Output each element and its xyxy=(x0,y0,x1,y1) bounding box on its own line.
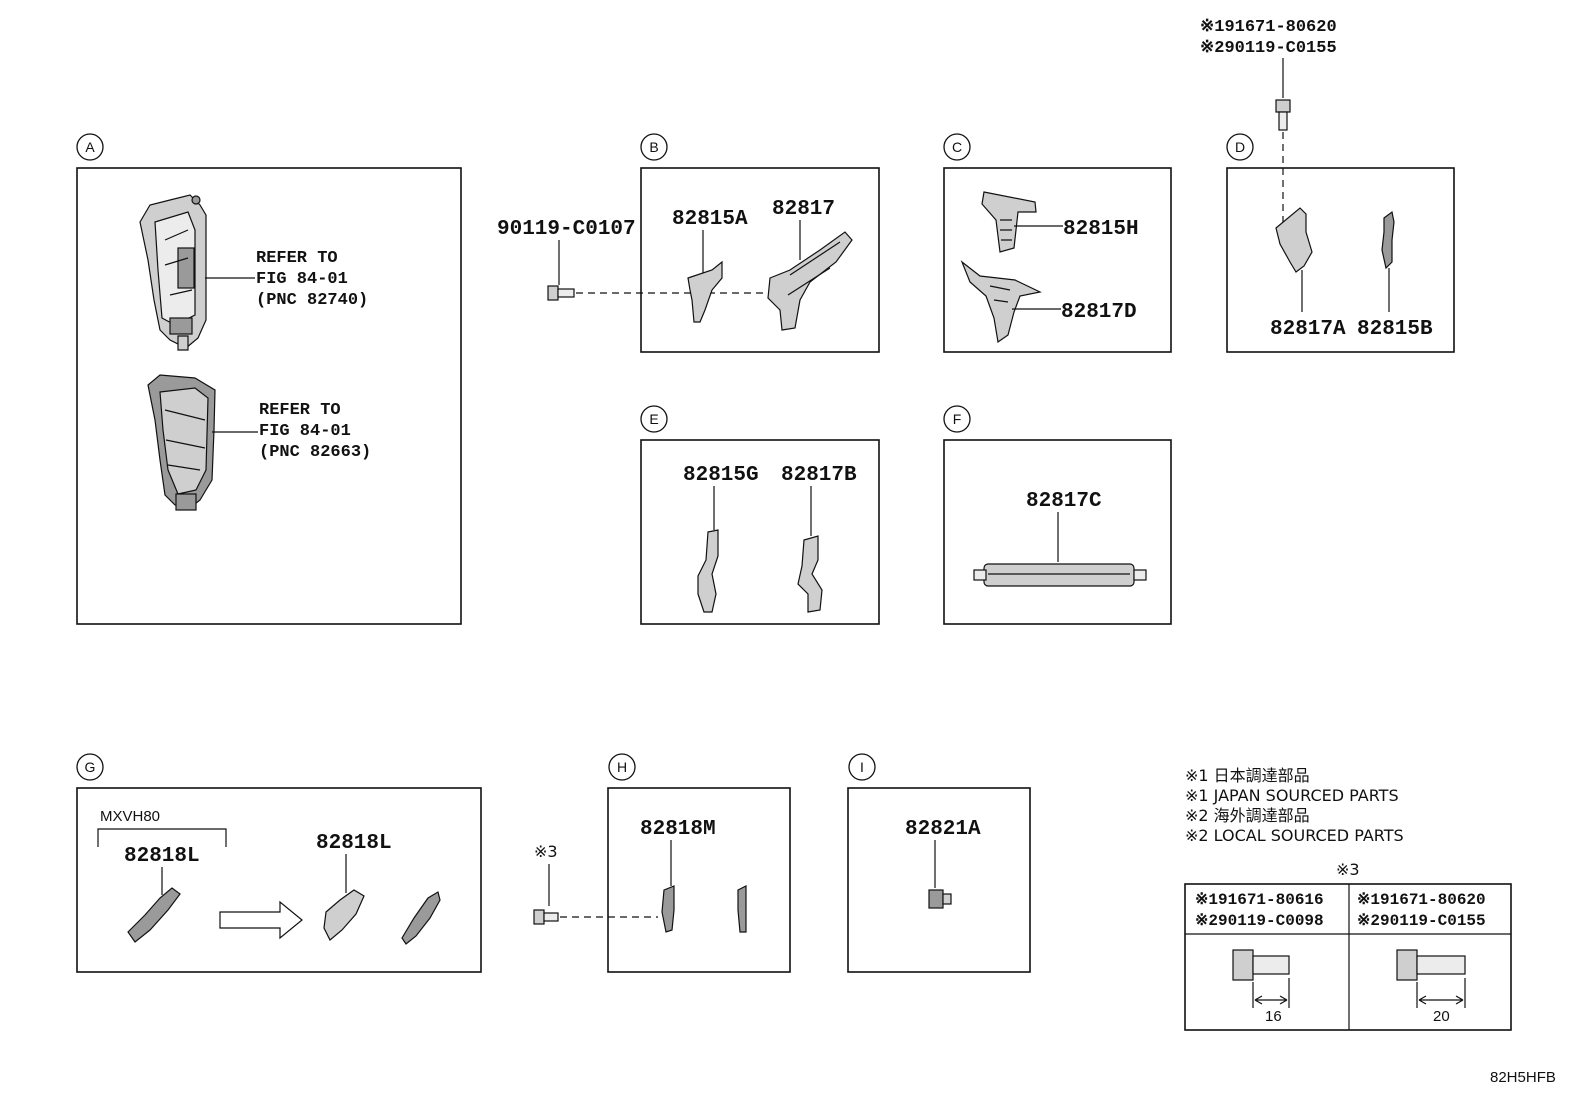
part-82818L-illustration-3 xyxy=(401,891,441,945)
section-b-marker xyxy=(640,133,668,161)
section-c-letter: C xyxy=(952,139,962,155)
section-i: I 82821A xyxy=(847,753,1031,973)
ref2-line3: (PNC 82663) xyxy=(259,443,371,462)
part-82817A-illustration xyxy=(1275,207,1313,273)
part-82818L-illustration-2 xyxy=(323,889,365,941)
section-e: E 82815G 82817B xyxy=(640,405,880,625)
part-82815B-illustration xyxy=(1381,210,1395,270)
section-h: H ※3 82818M xyxy=(533,753,791,973)
section-f: F 82817C xyxy=(943,405,1172,625)
section-a-frame xyxy=(76,167,462,625)
part-82818L-label-1: 82818L xyxy=(124,845,200,868)
part-82818L-label-2: 82818L xyxy=(316,832,392,855)
bolt-16-illustration xyxy=(1232,949,1290,1008)
section-b-letter: B xyxy=(649,139,658,155)
note-4: ※2 LOCAL SOURCED PARTS xyxy=(1185,826,1404,845)
part-82817C-illustration xyxy=(973,563,1147,587)
bolt-col1-p2: ※290119-C0098 xyxy=(1195,912,1324,930)
model-label: MXVH80 xyxy=(100,808,160,825)
part-82817D-illustration xyxy=(960,260,1042,344)
section-b-frame xyxy=(640,167,880,353)
part-82817B-label: 82817B xyxy=(781,464,857,487)
bolt-table: ※3 ※191671-80616 ※290119-C0098 ※191671-8… xyxy=(1184,860,1512,1031)
part-82815H-illustration xyxy=(981,191,1037,253)
section-e-letter: E xyxy=(649,411,658,427)
shift-boot-illustration xyxy=(147,374,258,511)
part-82815B-label: 82815B xyxy=(1357,318,1433,341)
ref1-line1: REFER TO xyxy=(256,249,338,268)
section-i-letter: I xyxy=(860,759,864,775)
section-g: G MXVH80 82818L 82818L xyxy=(76,753,482,973)
section-d-letter: D xyxy=(1235,139,1245,155)
section-h-letter: H xyxy=(617,759,627,775)
section-f-frame xyxy=(943,439,1172,625)
part-82815A-label: 82815A xyxy=(672,208,748,231)
part-82818M-illustration-1 xyxy=(661,885,675,933)
section-h-marker xyxy=(608,753,636,781)
part-82818M-illustration-2 xyxy=(737,885,747,933)
bolt-h-label: ※3 xyxy=(534,842,558,861)
section-d-marker xyxy=(1226,133,1254,161)
section-g-marker xyxy=(76,753,104,781)
notes: ※1 日本調達部品 ※1 JAPAN SOURCED PARTS ※2 海外調達… xyxy=(1185,766,1404,845)
ref2-line1: REFER TO xyxy=(259,401,341,420)
section-f-letter: F xyxy=(953,411,962,427)
section-h-frame xyxy=(607,787,791,973)
section-c-marker xyxy=(943,133,971,161)
ref1-line2: FIG 84-01 xyxy=(256,270,348,289)
part-82817C-label: 82817C xyxy=(1026,490,1102,513)
ref1-line3: (PNC 82740) xyxy=(256,291,368,310)
bolt-b-label: 90119-C0107 xyxy=(497,218,636,241)
section-d-frame xyxy=(1226,167,1455,353)
section-a: A REFER TO FIG 84-01 (PNC 82740) REFER T… xyxy=(76,133,462,625)
section-e-frame xyxy=(640,439,880,625)
section-d: D ※191671-80620 ※290119-C0155 82817A 828… xyxy=(1200,18,1455,353)
part-82817A-label: 82817A xyxy=(1270,318,1346,341)
note-1: ※1 日本調達部品 xyxy=(1185,766,1310,785)
bolt-col1-p1: ※191671-80616 xyxy=(1195,891,1324,909)
bolt-20-illustration xyxy=(1396,949,1466,1008)
shift-lever-assembly-illustration xyxy=(139,194,255,351)
bolt-b-illustration xyxy=(547,285,575,301)
section-e-marker xyxy=(640,405,668,433)
section-c-frame xyxy=(943,167,1172,353)
model-bracket xyxy=(97,828,227,847)
part-82815G-illustration xyxy=(697,529,719,613)
part-82818M-label: 82818M xyxy=(640,818,716,841)
note-3: ※2 海外調達部品 xyxy=(1185,806,1310,825)
note-2: ※1 JAPAN SOURCED PARTS xyxy=(1185,786,1399,805)
part-82818L-illustration-1 xyxy=(127,887,181,943)
part-82817B-illustration xyxy=(797,535,823,613)
section-f-marker xyxy=(943,405,971,433)
part-82815A-illustration xyxy=(687,260,723,323)
section-a-letter: A xyxy=(85,139,95,155)
bolt-table-frame xyxy=(1184,883,1512,1031)
bolt-length-20: 20 xyxy=(1433,1008,1450,1025)
arrow-illustration xyxy=(219,900,303,940)
part-82821A-illustration xyxy=(928,889,952,909)
part-82817-label: 82817 xyxy=(772,198,835,221)
bolt-d-label-2: ※290119-C0155 xyxy=(1200,39,1337,58)
bolt-d-label-1: ※191671-80620 xyxy=(1200,18,1337,37)
diagram-code: 82H5HFB xyxy=(1490,1069,1556,1086)
section-a-marker xyxy=(76,133,104,161)
part-82815G-label: 82815G xyxy=(683,464,759,487)
section-c: C 82815H 82817D xyxy=(943,133,1172,353)
section-i-frame xyxy=(847,787,1031,973)
part-82817D-label: 82817D xyxy=(1061,301,1137,324)
part-82815H-label: 82815H xyxy=(1063,218,1139,241)
bolt-col2-p2: ※290119-C0155 xyxy=(1357,912,1486,930)
bolt-table-title: ※3 xyxy=(1336,860,1360,879)
section-g-frame xyxy=(76,787,482,973)
section-i-marker xyxy=(848,753,876,781)
bolt-d-illustration xyxy=(1275,99,1291,131)
bolt-h-illustration xyxy=(533,909,559,925)
part-82821A-label: 82821A xyxy=(905,818,981,841)
ref2-line2: FIG 84-01 xyxy=(259,422,351,441)
bolt-col2-p1: ※191671-80620 xyxy=(1357,891,1486,909)
section-b: B 90119-C0107 82815A 82817 xyxy=(497,133,880,353)
bolt-length-16: 16 xyxy=(1265,1008,1282,1025)
section-g-letter: G xyxy=(85,759,96,775)
